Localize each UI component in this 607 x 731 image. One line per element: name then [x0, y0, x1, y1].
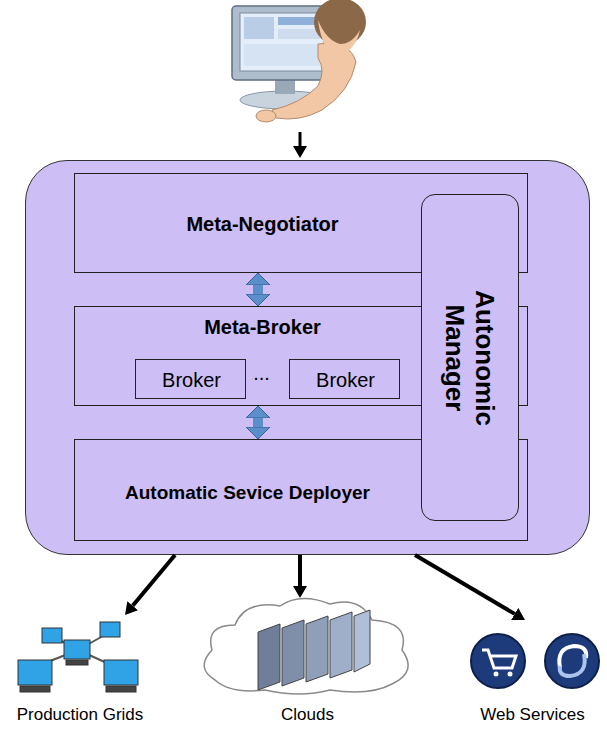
deploy-arrow [298, 555, 302, 586]
node-label: Broker [136, 368, 247, 392]
rotated-title: Autonomic Manager [440, 268, 500, 448]
node-label: Meta-Broker [75, 315, 450, 339]
cloud-icon [204, 598, 408, 694]
grid-computers-icon [18, 622, 138, 692]
broker-box: Broker [289, 359, 400, 399]
deploy-arrow [415, 555, 515, 614]
resource-icon: Production Grids [5, 615, 155, 729]
double-arrow [253, 285, 263, 294]
node-label: Meta-Negotiator [75, 212, 450, 236]
node-label: Production Grids [5, 705, 155, 725]
resource-icon: Clouds [195, 598, 420, 729]
node-label: Automatic Sevice Deployer [75, 482, 420, 505]
manager-box: Autonomic Manager [421, 194, 519, 521]
double-arrow [253, 418, 263, 427]
user-illustration [232, 0, 366, 158]
web-service-icons [471, 634, 599, 688]
node-label: Web Services [460, 705, 605, 725]
ellipsis-label: ... [238, 362, 285, 385]
node-label: Clouds [195, 705, 420, 725]
system-container: Meta-NegotiatorMeta-BrokerBroker Broker..… [25, 160, 590, 555]
resource-icon: Web Services [460, 620, 605, 729]
broker-box: Broker [135, 359, 246, 399]
deploy-arrow [133, 555, 175, 606]
node-label: Broker [290, 368, 401, 392]
